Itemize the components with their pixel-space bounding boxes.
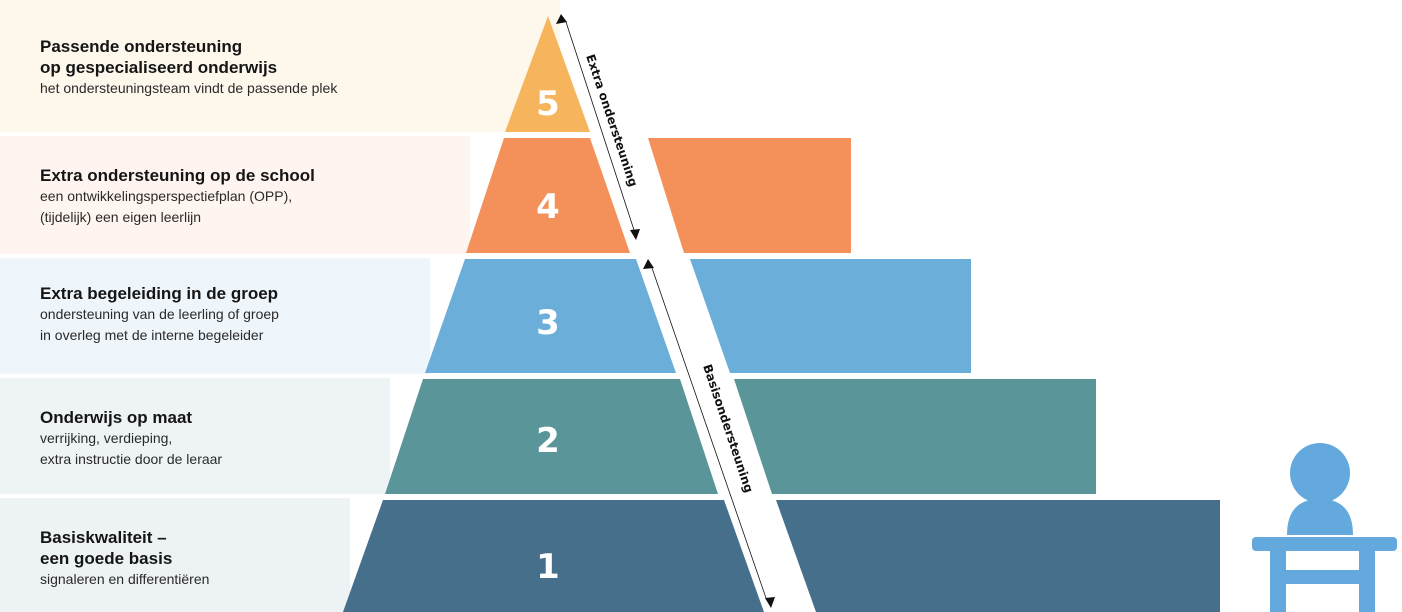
- level-2-desc-line-1: verrijking, verdieping,: [40, 430, 173, 446]
- pyramid-level-3-left: [425, 259, 676, 373]
- band-level-1: [0, 498, 350, 612]
- pyramid-level-1-right: [776, 500, 1220, 612]
- level-4-text: Extra ondersteuning op de school een ont…: [40, 165, 315, 228]
- level-number-2: 2: [536, 421, 560, 461]
- level-3-desc-line-2: in overleg met de interne begeleider: [40, 327, 264, 343]
- level-number-4: 4: [536, 187, 560, 227]
- level-1-title-line-2: een goede basis: [40, 549, 173, 568]
- pyramid-level-4-left: [466, 138, 630, 253]
- level-2-text: Onderwijs op maat verrijking, verdieping…: [40, 407, 222, 470]
- level-4-desc-line-1: een ontwikkelingsperspectiefplan (OPP),: [40, 188, 293, 204]
- level-3-text: Extra begeleiding in de groep ondersteun…: [40, 283, 279, 346]
- level-number-1: 1: [536, 547, 560, 587]
- pyramid-level-3-right: [690, 259, 971, 373]
- level-3-title-line-1: Extra begeleiding in de groep: [40, 284, 279, 303]
- band-level-5: [0, 0, 560, 132]
- level-4-desc-line-2: (tijdelijk) een eigen leerlijn: [40, 209, 202, 225]
- pyramid-level-1-left: [343, 500, 764, 612]
- level-4-title-line-1: Extra ondersteuning op de school: [40, 166, 315, 185]
- level-5-title-line-2: op gespecialiseerd onderwijs: [40, 58, 278, 77]
- level-2-desc-line-2: extra instructie door de leraar: [40, 451, 223, 467]
- arrow-head-down-icon: [765, 597, 775, 608]
- band-level-2: [0, 378, 390, 494]
- pyramid-level-4-right: [648, 138, 851, 253]
- arrow-head-up-icon: [556, 14, 567, 24]
- level-1-text: Basiskwaliteit – een goede basis signale…: [40, 527, 209, 590]
- level-5-title-line-1: Passende ondersteuning: [40, 37, 243, 56]
- level-5-text: Passende ondersteuning op gespecialiseer…: [40, 36, 337, 99]
- level-1-desc-line-1: signaleren en differentiëren: [40, 571, 210, 587]
- student-at-desk-icon: [1252, 443, 1397, 612]
- pyramid-level-5-left: [505, 16, 590, 132]
- arrow-head-down-icon: [630, 229, 640, 240]
- arrow-head-up-icon: [643, 259, 654, 269]
- band-level-4: [0, 136, 470, 254]
- level-2-title-line-1: Onderwijs op maat: [40, 408, 193, 427]
- band-level-3: [0, 258, 430, 374]
- level-5-desc-line-1: het ondersteuningsteam vindt de passende…: [40, 80, 338, 96]
- pyramid-level-2-left: [385, 379, 718, 494]
- level-1-title-line-1: Basiskwaliteit –: [40, 528, 167, 547]
- level-number-5: 5: [536, 84, 560, 124]
- pyramid-level-2-right: [734, 379, 1096, 494]
- level-number-3: 3: [536, 303, 560, 343]
- level-3-desc-line-1: ondersteuning van de leerling of groep: [40, 306, 279, 322]
